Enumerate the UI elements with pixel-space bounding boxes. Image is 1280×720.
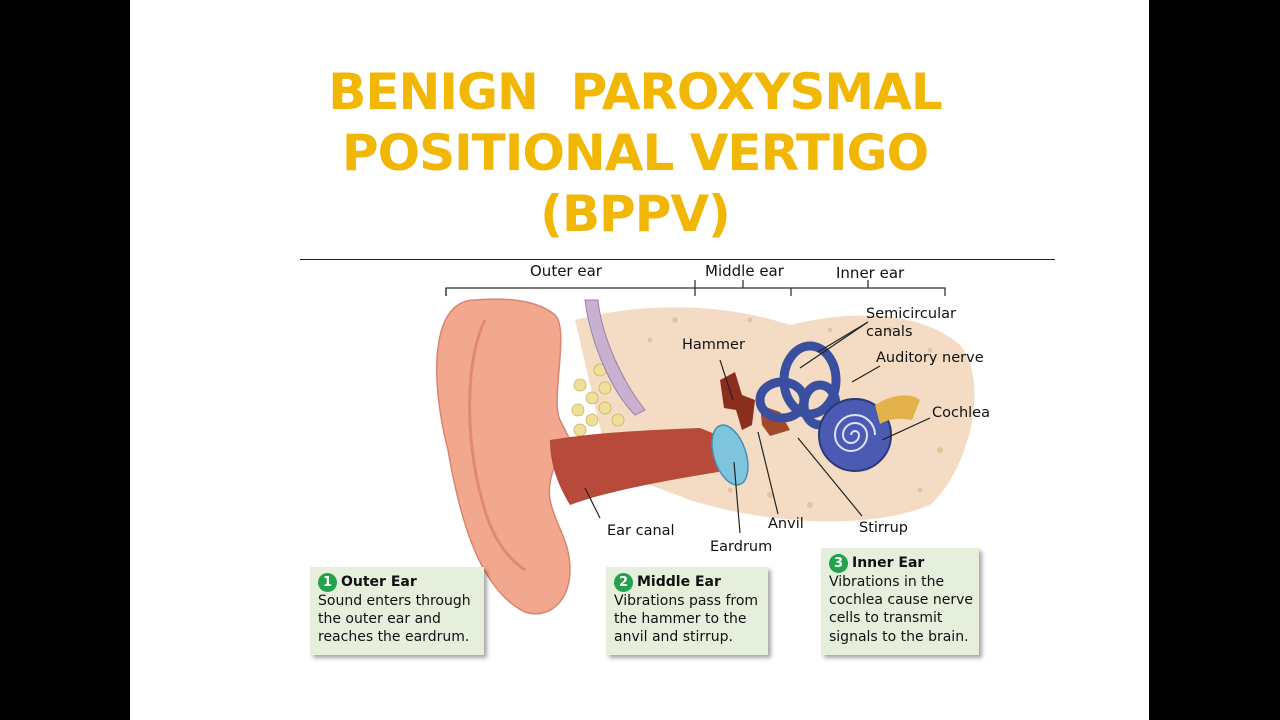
auditory-nerve-shape <box>875 395 920 424</box>
section-inner-ear: Inner ear <box>836 264 905 282</box>
box-heading: Outer Ear <box>341 574 417 591</box>
label-auditory-nerve: Auditory nerve <box>876 350 984 366</box>
title-line-3: (BPPV) <box>540 185 731 243</box>
box-text: Sound enters through the outer ear and r… <box>318 593 471 646</box>
box-heading: Middle Ear <box>637 574 721 591</box>
title-line-2: POSITIONAL VERTIGO <box>341 124 929 182</box>
ear-anatomy-illustration <box>436 280 975 615</box>
section-middle-ear: Middle ear <box>705 262 784 280</box>
step-number-badge: 1 <box>318 573 337 592</box>
cochlea-spiral <box>833 414 876 452</box>
slide: BENIGN PAROXYSMAL POSITIONAL VERTIGO (BP… <box>130 0 1149 720</box>
label-anvil: Anvil <box>768 516 804 532</box>
step-number-badge: 3 <box>829 554 848 573</box>
box-heading: Inner Ear <box>852 555 925 572</box>
eardrum-shape <box>711 424 749 486</box>
section-outer-ear: Outer ear <box>530 262 602 280</box>
title-line-1: BENIGN PAROXYSMAL <box>328 63 942 121</box>
ear-canal-shape <box>550 428 730 505</box>
label-ear-canal: Ear canal <box>607 523 675 539</box>
leader-lines <box>584 321 931 534</box>
box-text: Vibrations pass from the hammer to the a… <box>614 593 759 646</box>
slide-title: BENIGN PAROXYSMAL POSITIONAL VERTIGO (BP… <box>130 62 1140 245</box>
title-divider <box>300 259 1055 260</box>
cartilage <box>584 299 646 416</box>
box-text: Vibrations in the cochlea cause nerve ce… <box>829 574 974 645</box>
fat-cells <box>571 363 625 437</box>
label-semicircular-canals: Semicircular canals <box>866 306 956 341</box>
step-number-badge: 2 <box>614 573 633 592</box>
label-eardrum: Eardrum <box>710 539 773 555</box>
section-brackets <box>445 280 946 296</box>
label-cochlea: Cochlea <box>932 405 990 421</box>
label-stirrup: Stirrup <box>859 520 908 536</box>
label-hammer: Hammer <box>682 337 745 353</box>
cochlea-shape <box>818 398 892 472</box>
